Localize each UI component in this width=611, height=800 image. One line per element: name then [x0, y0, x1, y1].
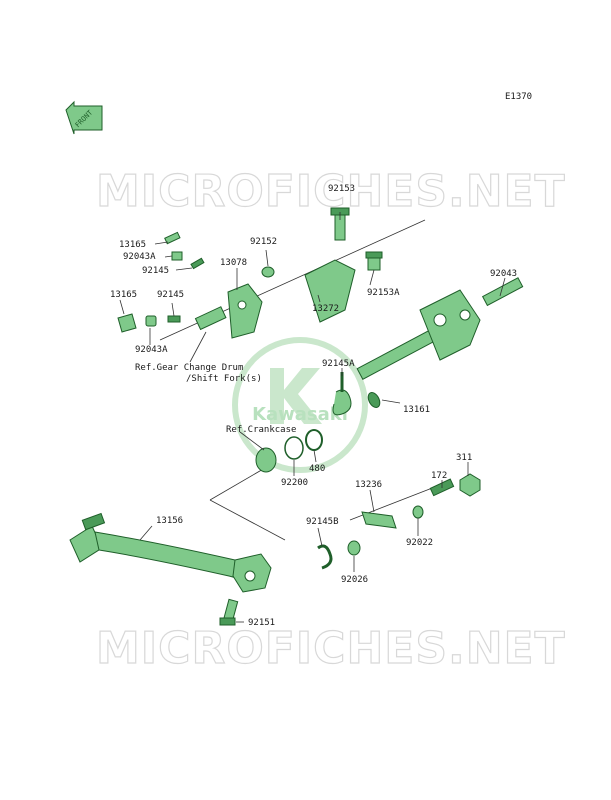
washer-92152	[261, 266, 275, 278]
label-ref-shift-fork: /Shift Fork(s)	[186, 374, 262, 384]
label-13272: 13272	[312, 304, 339, 314]
label-92200: 92200	[281, 478, 308, 488]
lever-13078	[194, 283, 263, 339]
nut-311	[459, 473, 481, 497]
spring-92145-upper	[190, 257, 205, 270]
diagram-code: E1370	[505, 92, 532, 102]
pin-92043a-upper	[171, 251, 183, 261]
leader-lines	[119, 212, 506, 623]
washer-92026	[347, 540, 361, 556]
spring-92145a	[332, 372, 352, 416]
bolt-92151	[219, 598, 239, 626]
label-92145-upper: 92145	[142, 266, 169, 276]
pawl-13165-upper	[164, 231, 181, 245]
front-arrow-icon: FRONT	[65, 100, 103, 135]
label-92145b: 92145B	[306, 517, 339, 527]
pedal-leader-a	[209, 467, 266, 501]
label-92151: 92151	[248, 618, 275, 628]
label-311: 311	[456, 453, 472, 463]
label-92153a: 92153A	[367, 288, 400, 298]
spring-92145b	[317, 544, 333, 570]
shift-pedal-13156	[69, 512, 272, 593]
plate-13272	[304, 259, 356, 323]
label-92145a: 92145A	[322, 359, 355, 369]
lever-13236	[361, 511, 397, 529]
label-13236: 13236	[355, 480, 382, 490]
label-172: 172	[431, 471, 447, 481]
ring-480	[305, 429, 323, 451]
shift-shaft-13161	[356, 289, 481, 408]
label-ref-crankcase: Ref.Crankcase	[226, 425, 296, 435]
label-13165-lower: 13165	[110, 290, 137, 300]
label-92043a-upper: 92043A	[123, 252, 156, 262]
label-92043: 92043	[490, 269, 517, 279]
seal-92200	[284, 436, 304, 460]
pin-92043	[481, 277, 524, 307]
pin-92043a-lower	[145, 315, 157, 327]
label-ref-gear-change-drum: Ref.Gear Change Drum	[135, 363, 243, 373]
label-13156: 13156	[156, 516, 183, 526]
label-92043a-lower: 92043A	[135, 345, 168, 355]
watermark-top: MICROFICHES.NET	[96, 166, 566, 217]
label-92145-lower: 92145	[157, 290, 184, 300]
label-13078: 13078	[220, 258, 247, 268]
label-13165-upper: 13165	[119, 240, 146, 250]
bolt-92153a	[365, 251, 383, 271]
label-480: 480	[309, 464, 325, 474]
washer-92022	[412, 505, 424, 519]
watermark-bottom: MICROFICHES.NET	[96, 623, 566, 674]
brand-text: Kawasaki	[252, 404, 348, 425]
label-92022: 92022	[406, 538, 433, 548]
label-92152: 92152	[250, 237, 277, 247]
pawl-13165-lower	[117, 313, 137, 333]
label-92026: 92026	[341, 575, 368, 585]
pedal-leader-b	[209, 499, 286, 541]
label-13161: 13161	[403, 405, 430, 415]
crankcase-boss	[255, 447, 277, 473]
label-92153: 92153	[328, 184, 355, 194]
kawasaki-logo: Kawasaki	[232, 337, 368, 473]
spring-92145-lower	[167, 315, 181, 323]
